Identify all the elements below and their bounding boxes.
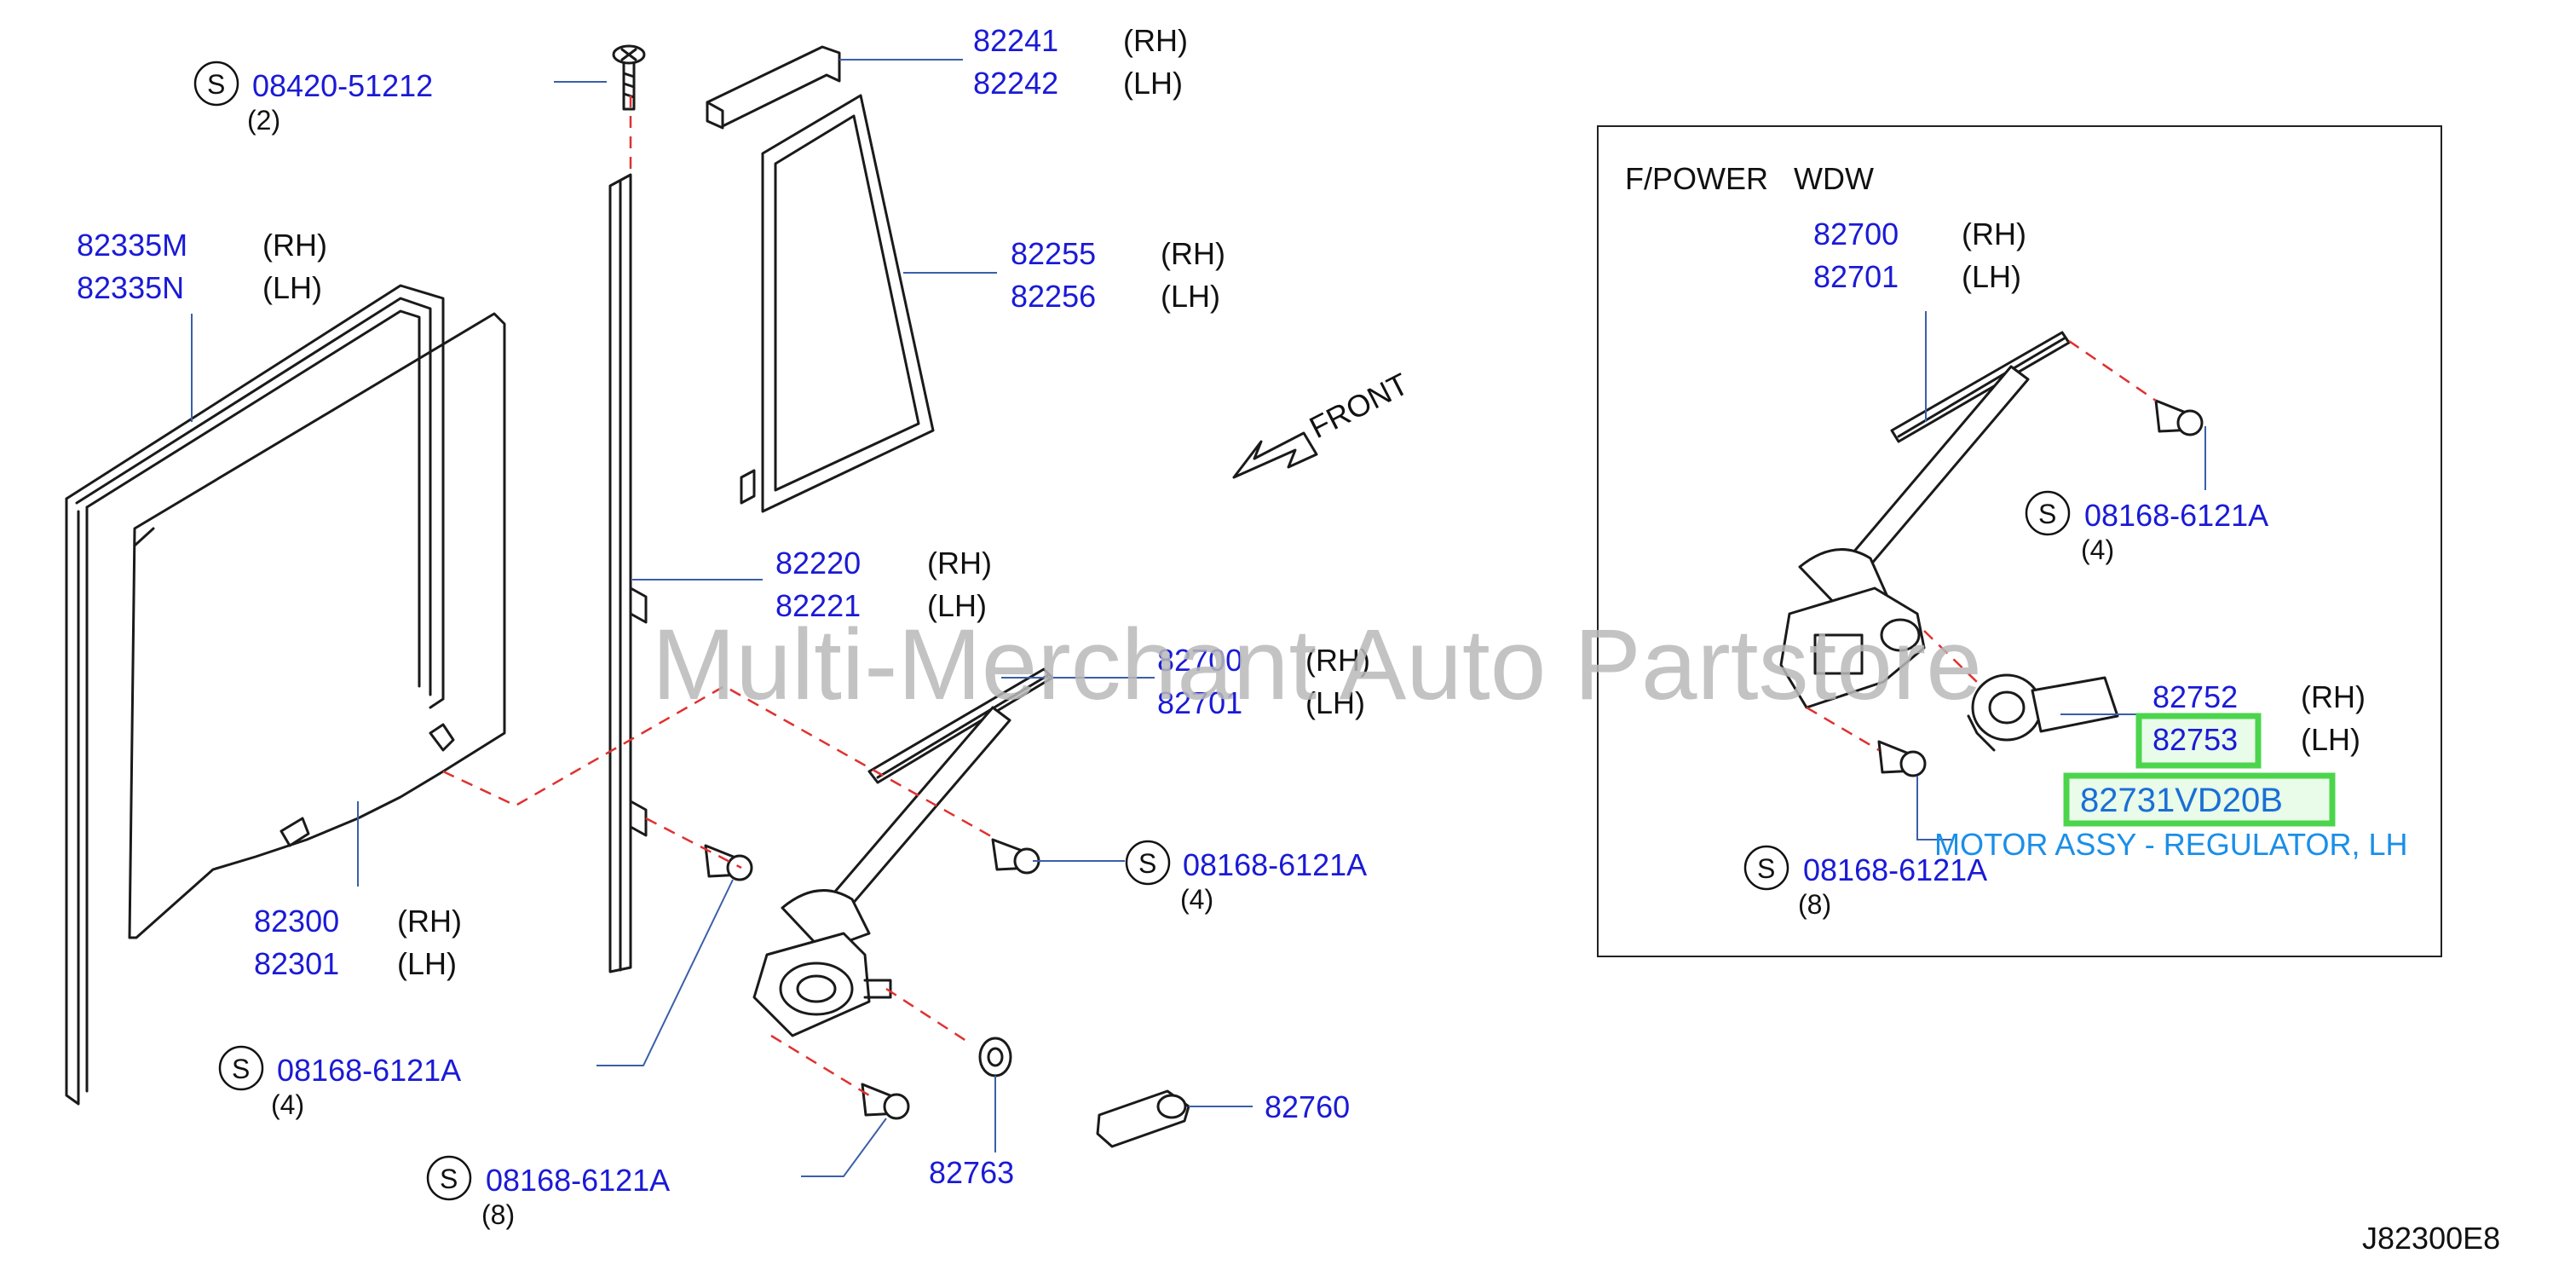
handle-part-number[interactable]: 82760 <box>1265 1089 1350 1124</box>
screw-drawing <box>612 44 646 111</box>
inset-bolt-top-drawing <box>2154 399 2204 436</box>
inset-s-mark-bolt-top: S <box>2038 499 2056 529</box>
inset-motor-lh-side: (LH) <box>2301 722 2360 757</box>
glass-rh-part-number[interactable]: 82300 <box>254 904 339 939</box>
inset-motor-drawing <box>1967 673 2119 752</box>
s-circle-bolt-b <box>218 1045 264 1091</box>
upper-sash-lh-part-number[interactable]: 82242 <box>973 66 1058 101</box>
front-label: FRONT <box>1304 366 1414 445</box>
inset-regulator-lh-side: (LH) <box>1962 259 2021 294</box>
highlight-description: MOTOR ASSY - REGULATOR, LH <box>1934 827 2407 862</box>
handle-drawing <box>1096 1089 1190 1148</box>
highlight-part-number-box <box>2063 772 2336 827</box>
bolt-upper-drawing <box>991 838 1040 875</box>
inset-bolt-bottom-drawing <box>1877 740 1927 777</box>
window-run-drawing <box>65 284 445 1106</box>
inset-regulator-lh-part-number[interactable]: 82701 <box>1813 259 1899 294</box>
figure-code: J82300E8 <box>2362 1221 2500 1256</box>
inset-motor-lh-part-number[interactable]: 82753 <box>2152 722 2238 757</box>
bolt-b-qty: (4) <box>271 1089 304 1120</box>
screw-part-number[interactable]: 08420-51212 <box>252 68 433 103</box>
motor-lh-highlight-box <box>2135 713 2262 769</box>
regulator-rh-side: (RH) <box>1305 643 1370 678</box>
highlight-part-number[interactable]: 82731VD20B <box>2080 782 2283 819</box>
sash-rh-part-number[interactable]: 82220 <box>775 546 861 581</box>
upper-sash-rh-part-number[interactable]: 82241 <box>973 23 1058 58</box>
watermark: Multi-Merchant Auto Partstore <box>652 609 1982 721</box>
s-mark-bolt-a: S <box>1138 848 1156 879</box>
s-circle-bolt-a <box>1125 840 1171 886</box>
bolt-b-part-number[interactable]: 08168-6121A <box>277 1053 461 1088</box>
sash-lh-part-number[interactable]: 82221 <box>775 588 861 623</box>
regulator-drawing <box>752 667 1054 1037</box>
s-mark-bolt-b: S <box>232 1054 250 1084</box>
inset-regulator-rh-part-number[interactable]: 82700 <box>1813 217 1899 251</box>
inset-s-mark-bolt-bottom: S <box>1757 853 1775 884</box>
sash-rh-side: (RH) <box>927 546 992 581</box>
s-mark-screw: S <box>207 69 225 100</box>
quarter-glass-lh-part-number[interactable]: 82256 <box>1011 279 1096 314</box>
door-glass-drawing <box>128 312 506 939</box>
glass-lh-part-number[interactable]: 82301 <box>254 946 339 981</box>
run-rh-part-number[interactable]: 82335M <box>77 228 187 263</box>
run-lh-side: (LH) <box>262 270 322 305</box>
inset-s-circle-bolt-top <box>2025 490 2071 536</box>
inset-regulator-rh-side: (RH) <box>1962 217 2026 251</box>
s-mark-bolt-c: S <box>440 1164 458 1194</box>
power-window-inset-frame <box>1597 125 2442 957</box>
sash-channel-drawing <box>608 173 648 973</box>
inset-bolt-bottom-qty: (8) <box>1798 889 1831 920</box>
bolt-c-qty: (8) <box>481 1199 515 1230</box>
screw-qty: (2) <box>247 105 280 136</box>
regulator-lh-side: (LH) <box>1305 685 1365 720</box>
upper-sash-lh-side: (LH) <box>1123 66 1183 101</box>
bolt-lower-drawing <box>861 1083 910 1120</box>
regulator-lh-part-number[interactable]: 82701 <box>1157 685 1242 720</box>
inset-s-circle-bolt-bottom <box>1743 845 1789 891</box>
front-direction-arrow <box>1232 431 1318 479</box>
inset-regulator-drawing <box>1779 331 2071 709</box>
regulator-rh-part-number[interactable]: 82700 <box>1157 643 1242 678</box>
quarter-glass-rh-side: (RH) <box>1161 236 1225 271</box>
inset-motor-rh-part-number[interactable]: 82752 <box>2152 679 2238 714</box>
washer-part-number[interactable]: 82763 <box>929 1155 1014 1190</box>
s-circle-bolt-c <box>426 1155 472 1201</box>
inset-bolt-bottom-part-number[interactable]: 08168-6121A <box>1803 852 1987 887</box>
s-circle-screw <box>193 61 239 107</box>
quarter-glass-drawing <box>740 94 935 513</box>
inset-motor-rh-side: (RH) <box>2301 679 2366 714</box>
quarter-glass-rh-part-number[interactable]: 82255 <box>1011 236 1096 271</box>
bolt-a-qty: (4) <box>1180 884 1213 915</box>
sash-lh-side: (LH) <box>927 588 987 623</box>
run-rh-side: (RH) <box>262 228 327 263</box>
bolt-c-part-number[interactable]: 08168-6121A <box>486 1163 670 1198</box>
washer-drawing <box>978 1037 1012 1077</box>
upper-sash-drawing <box>706 45 841 130</box>
glass-lh-side: (LH) <box>397 946 457 981</box>
inset-bolt-top-part-number[interactable]: 08168-6121A <box>2084 498 2268 533</box>
glass-rh-side: (RH) <box>397 904 462 939</box>
bolt-a-part-number[interactable]: 08168-6121A <box>1183 847 1367 882</box>
bolt-left-drawing <box>704 844 753 881</box>
quarter-glass-lh-side: (LH) <box>1161 279 1220 314</box>
inset-bolt-top-qty: (4) <box>2081 534 2114 565</box>
inset-title: F/POWER WDW <box>1625 161 1874 196</box>
upper-sash-rh-side: (RH) <box>1123 23 1188 58</box>
run-lh-part-number[interactable]: 82335N <box>77 270 184 305</box>
